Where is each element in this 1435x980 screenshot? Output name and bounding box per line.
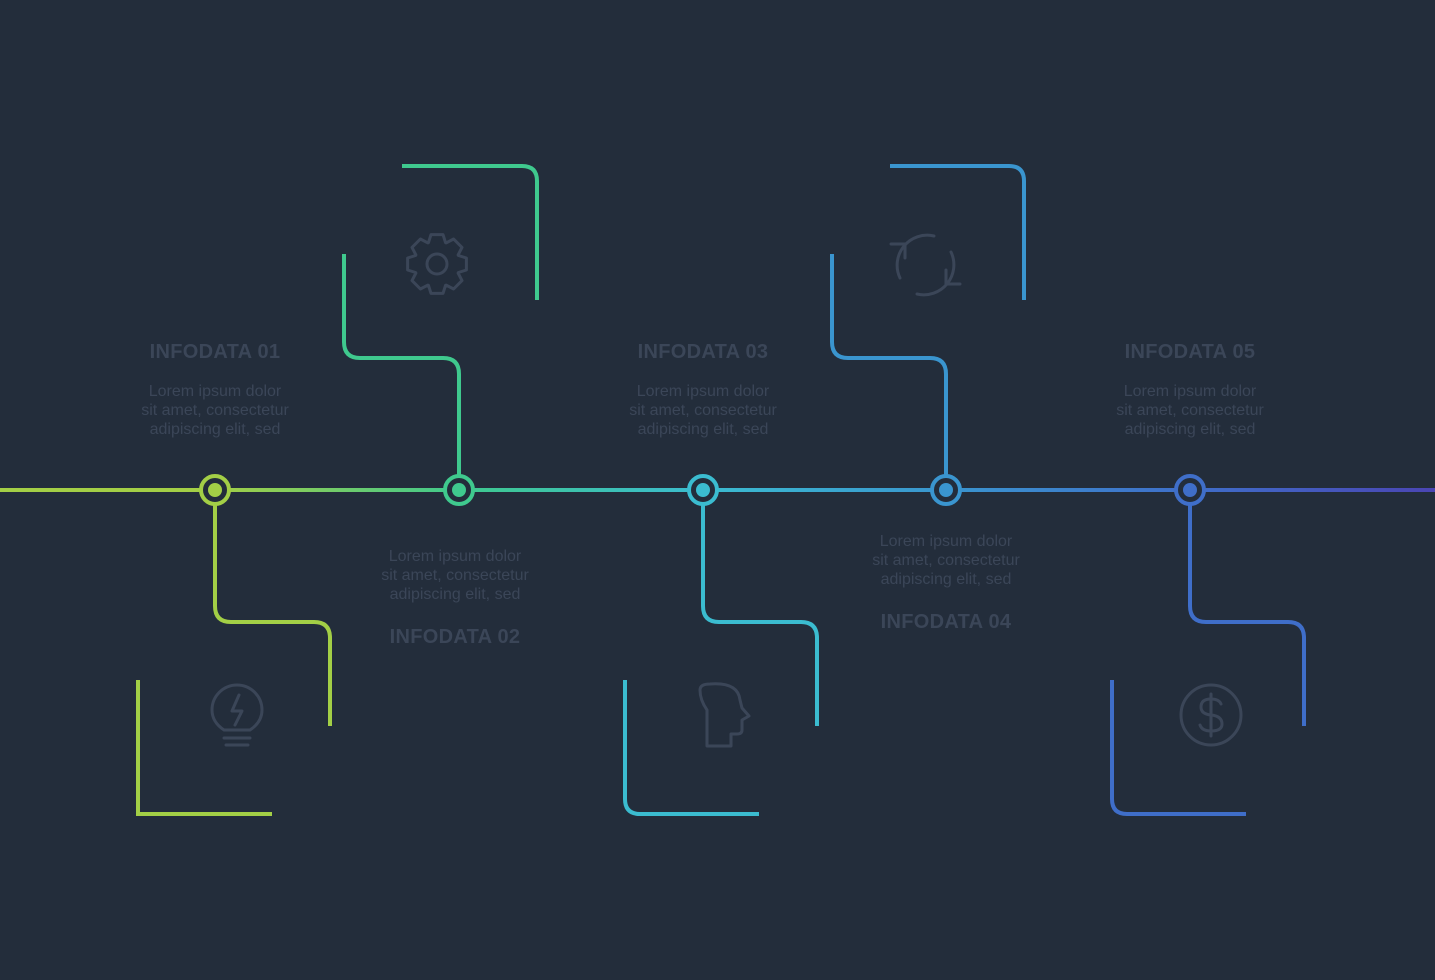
step-3-title: INFODATA 03	[637, 341, 769, 363]
step-5-description: Lorem ipsum dolor sit amet, consectetur …	[1070, 382, 1310, 439]
step-3-text-line: Lorem ipsum dolor	[636, 383, 770, 400]
step-2-text-line: sit amet, consectetur	[381, 567, 529, 584]
step-2-connector	[342, 254, 461, 490]
step-2-description: Lorem ipsum dolor sit amet, consectetur …	[335, 547, 575, 604]
step-2-node-center	[452, 483, 466, 497]
step-5-text-line: Lorem ipsum dolor	[1123, 383, 1257, 400]
step-5-title: INFODATA 05	[1124, 341, 1256, 363]
step-1-frame	[136, 680, 272, 816]
step-1-text-line: adipiscing elit, sed	[149, 421, 281, 438]
step-5-connector	[1188, 490, 1306, 726]
step-5-group	[1110, 474, 1306, 816]
step-4-description: Lorem ipsum dolor sit amet, consectetur …	[826, 532, 1066, 589]
step-2-text-line: Lorem ipsum dolor	[388, 548, 522, 565]
step-4-title: INFODATA 04	[880, 611, 1012, 633]
dollar-icon	[1179, 683, 1243, 747]
step-4-text-line: sit amet, consectetur	[872, 552, 1020, 569]
step-5-frame	[1110, 680, 1246, 816]
step-3-text-line: sit amet, consectetur	[629, 402, 777, 419]
step-3-description: Lorem ipsum dolor sit amet, consectetur …	[583, 382, 823, 439]
step-5-node-center	[1183, 483, 1197, 497]
step-4-frame	[890, 164, 1026, 300]
step-1-group	[136, 474, 332, 816]
head-icon	[698, 682, 751, 748]
lightbulb-icon	[210, 683, 264, 747]
step-4-node-center	[939, 483, 953, 497]
step-3-connector	[701, 490, 819, 726]
step-1-description: Lorem ipsum dolor sit amet, consectetur …	[95, 382, 335, 439]
step-2-text-line: adipiscing elit, sed	[389, 586, 521, 603]
step-4-group	[830, 164, 1026, 506]
step-1-title: INFODATA 01	[149, 341, 281, 363]
step-1-connector	[213, 490, 332, 726]
step-4-text-line: Lorem ipsum dolor	[879, 533, 1013, 550]
step-3-frame	[623, 680, 759, 816]
step-4-connector	[830, 254, 948, 490]
step-1-text-line: Lorem ipsum dolor	[148, 383, 282, 400]
step-5-text-line: sit amet, consectetur	[1116, 402, 1264, 419]
step-1-node-center	[208, 483, 222, 497]
step-3-group	[623, 474, 819, 816]
step-4-text-line: adipiscing elit, sed	[880, 571, 1012, 588]
refresh-icon	[889, 233, 962, 297]
step-5-text-line: adipiscing elit, sed	[1124, 421, 1256, 438]
step-3-node-center	[696, 483, 710, 497]
step-2-frame	[402, 164, 539, 300]
step-1-text-line: sit amet, consectetur	[141, 402, 289, 419]
step-2-title: INFODATA 02	[389, 626, 521, 648]
step-3-text-line: adipiscing elit, sed	[637, 421, 769, 438]
step-2-group	[342, 164, 539, 506]
gear-icon	[406, 233, 468, 295]
